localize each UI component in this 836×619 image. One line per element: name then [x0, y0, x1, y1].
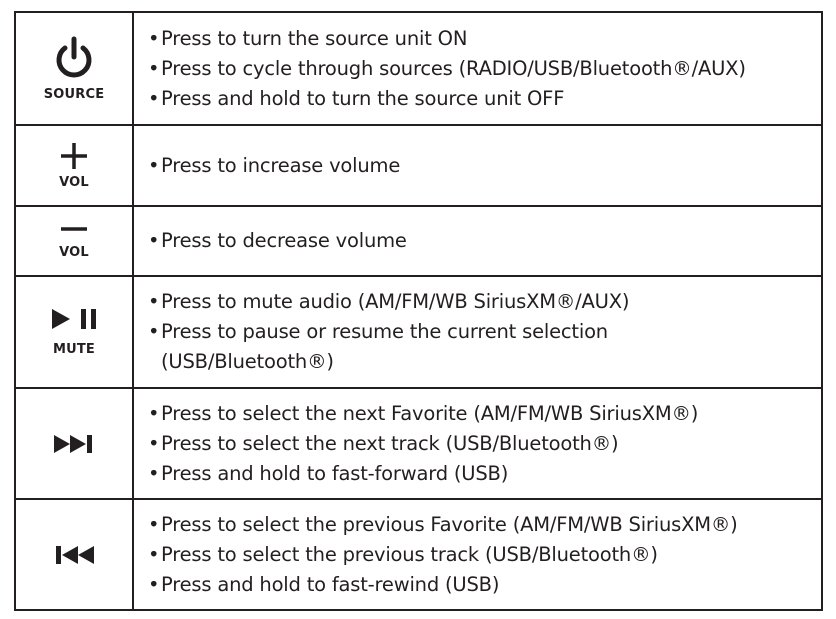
plus-icon [59, 141, 89, 171]
play-pause-icon [50, 308, 98, 330]
table-row-next: •Press to select the next Favorite (AM/F… [16, 389, 821, 500]
icon-cell [16, 389, 134, 498]
button-label: VOL [59, 244, 89, 260]
list-item: •Press to decrease volume [148, 229, 407, 252]
list-item: •Press to increase volume [148, 153, 401, 177]
table-row-previous: •Press to select the previous Favorite (… [16, 500, 821, 609]
button-function-table: SOURCE •Press to turn the source unit ON… [14, 11, 823, 611]
description-cell: •Press to decrease volume [134, 207, 821, 275]
list-item: •Press and hold to turn the source unit … [148, 86, 565, 110]
power-icon [52, 35, 96, 83]
icon-cell: VOL [16, 126, 134, 205]
description-cell: •Press to select the previous Favorite (… [134, 500, 821, 609]
list-item: •Press to turn the source unit ON [148, 26, 468, 50]
minus-icon [59, 223, 89, 235]
table-row-volume-down: VOL •Press to decrease volume [16, 207, 821, 277]
table-row-source: SOURCE •Press to turn the source unit ON… [16, 13, 821, 126]
skip-forward-icon [53, 434, 95, 454]
list-item: •Press to select the next track (USB/Blu… [148, 431, 619, 455]
description-cell: •Press to select the next Favorite (AM/F… [134, 389, 821, 498]
description-cell: •Press to increase volume [134, 126, 821, 205]
description-cell: •Press to mute audio (AM/FM/WB SiriusXM®… [134, 277, 821, 387]
table-row-volume-up: VOL •Press to increase volume [16, 126, 821, 207]
icon-cell: SOURCE [16, 13, 134, 124]
list-item: •Press to pause or resume the current se… [148, 320, 608, 343]
list-item: •Press and hold to fast-rewind (USB) [148, 572, 500, 596]
list-item: •Press to select the next Favorite (AM/F… [148, 401, 699, 425]
list-item: •Press to mute audio (AM/FM/WB SiriusXM®… [148, 290, 630, 313]
list-item: •Press to cycle through sources (RADIO/U… [148, 56, 746, 80]
button-label: VOL [59, 175, 89, 190]
description-cell: •Press to turn the source unit ON •Press… [134, 13, 821, 124]
list-item: •Press to select the previous Favorite (… [148, 512, 738, 536]
button-label: MUTE [52, 341, 96, 357]
list-item: •Press to select the previous track (USB… [148, 542, 658, 566]
table-row-mute: MUTE •Press to mute audio (AM/FM/WB Siri… [16, 277, 821, 389]
icon-cell: MUTE [16, 277, 134, 387]
icon-cell: VOL [16, 207, 134, 275]
icon-cell [16, 500, 134, 609]
skip-back-icon [53, 545, 95, 565]
list-item: •Press and hold to fast-forward (USB) [148, 461, 509, 485]
button-label: SOURCE [43, 87, 105, 102]
list-item-continuation: (USB/Bluetooth®) [161, 350, 334, 373]
